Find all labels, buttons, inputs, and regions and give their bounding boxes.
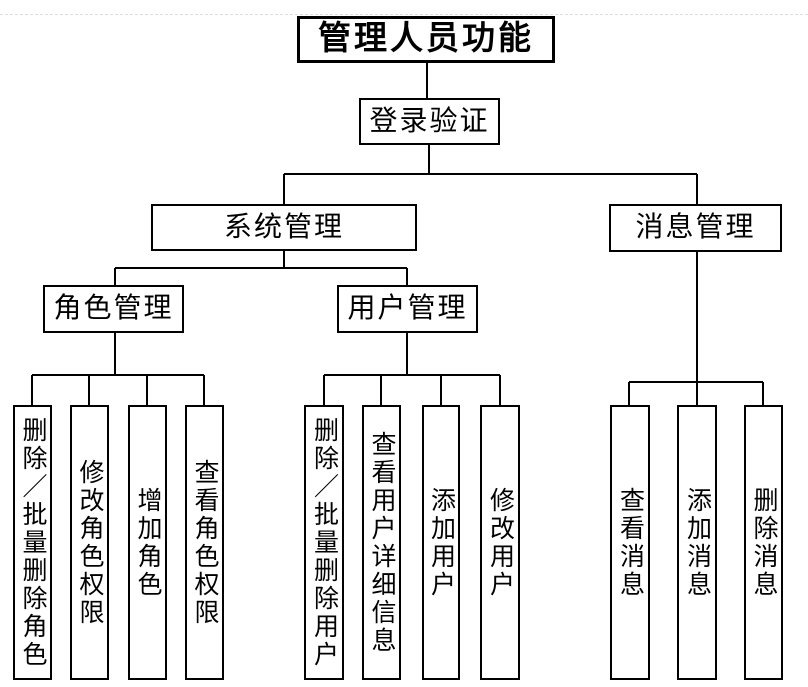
node-system-management-label: 系统管理 xyxy=(223,211,344,243)
leaf-add-message-label: 添加消息 xyxy=(683,486,711,599)
leaf-view-message: 查看消息 xyxy=(610,405,650,680)
leaf-delete-batch-delete-user-label: 删除／批量删除用户 xyxy=(310,416,338,669)
leaf-delete-message: 删除消息 xyxy=(744,405,783,680)
leaf-delete-batch-delete-role: 删除／批量删除角色 xyxy=(13,405,52,680)
leaf-view-role-permissions-label: 查看角色权限 xyxy=(191,458,218,627)
leaf-view-message-label: 查看消息 xyxy=(616,486,644,599)
node-user-management: 用户管理 xyxy=(337,285,478,333)
leaf-modify-user: 修改用户 xyxy=(480,405,520,680)
leaf-delete-message-label: 删除消息 xyxy=(750,486,777,599)
node-message-management: 消息管理 xyxy=(609,204,782,252)
node-user-management-label: 用户管理 xyxy=(347,293,468,324)
leaf-delete-batch-delete-user: 删除／批量删除用户 xyxy=(304,405,344,680)
leaf-view-user-details-label: 查看用户详细信息 xyxy=(368,430,395,655)
leaf-add-message: 添加消息 xyxy=(677,405,717,680)
node-admin-functions-label: 管理人员功能 xyxy=(318,21,534,57)
page-boundary-line xyxy=(0,14,808,15)
leaf-delete-batch-delete-role-label: 删除／批量删除角色 xyxy=(19,416,46,669)
node-role-management-label: 角色管理 xyxy=(53,293,174,324)
node-system-management: 系统管理 xyxy=(151,204,417,251)
leaf-add-role: 增加角色 xyxy=(128,405,167,680)
leaf-modify-role-permissions: 修改角色权限 xyxy=(70,405,109,680)
leaf-modify-user-label: 修改用户 xyxy=(486,486,514,599)
leaf-add-user-label: 添加用户 xyxy=(427,486,455,599)
node-message-management-label: 消息管理 xyxy=(635,212,756,243)
leaf-add-role-label: 增加角色 xyxy=(134,486,161,599)
leaf-add-user: 添加用户 xyxy=(422,405,460,680)
leaf-view-role-permissions: 查看角色权限 xyxy=(185,405,224,680)
node-admin-functions: 管理人员功能 xyxy=(297,16,555,63)
node-login-verification: 登录验证 xyxy=(359,98,500,145)
leaf-modify-role-permissions-label: 修改角色权限 xyxy=(76,458,103,627)
node-login-verification-label: 登录验证 xyxy=(369,105,490,137)
node-role-management: 角色管理 xyxy=(43,285,184,333)
leaf-view-user-details: 查看用户详细信息 xyxy=(362,405,401,680)
